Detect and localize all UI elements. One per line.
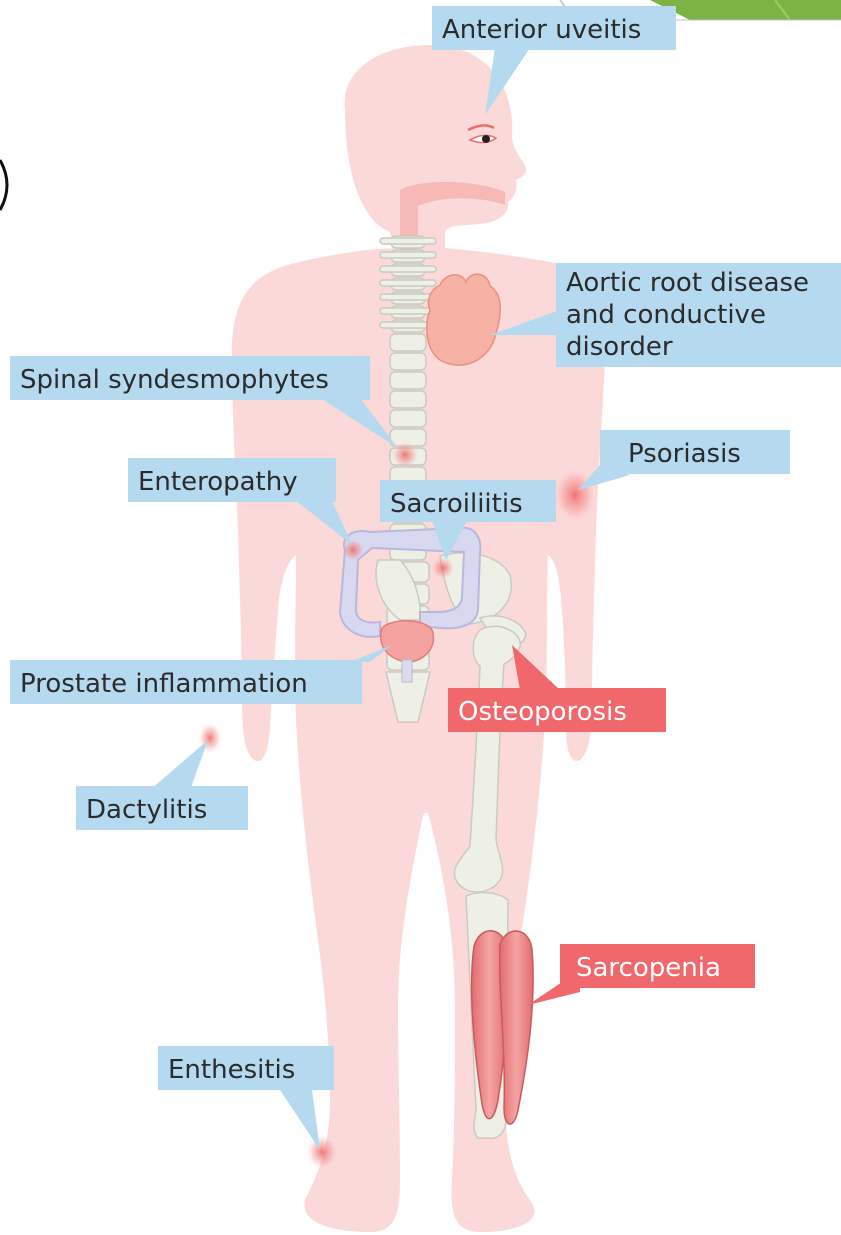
- label-aortic-root-line-1: Aortic root disease: [566, 267, 831, 299]
- label-spinal-syndesmophytes: Spinal syndesmophytes: [10, 356, 370, 400]
- label-enthesitis: Enthesitis: [158, 1046, 334, 1090]
- vertebra: [390, 391, 426, 408]
- label-sarcopenia: Sarcopenia: [560, 944, 755, 988]
- spot-psoriasis: [553, 467, 597, 523]
- spot-sacroiliitis: [431, 556, 455, 580]
- label-enteropathy: Enteropathy: [128, 458, 336, 502]
- vertebra-process: [380, 294, 436, 300]
- label-prostate-inflammation: Prostate inflammation: [10, 660, 362, 704]
- label-aortic-root-line-3: disorder: [566, 331, 831, 363]
- label-sacroiliitis: Sacroiliitis: [380, 480, 556, 522]
- left-edge-bracket: [0, 160, 7, 210]
- vertebra-process: [380, 280, 436, 286]
- label-aortic-root-line-2: and conductive: [566, 299, 831, 331]
- vertebra: [390, 372, 426, 389]
- vertebra-process: [380, 252, 436, 258]
- spot-enthesitis: [306, 1134, 338, 1170]
- vertebra-process: [380, 308, 436, 314]
- label-aortic-root-disease: Aortic root disease and conductive disor…: [556, 263, 841, 367]
- vertebra: [390, 353, 426, 370]
- vertebra: [390, 334, 426, 351]
- vertebra-process: [380, 238, 436, 244]
- label-psoriasis: Psoriasis: [600, 430, 790, 474]
- label-dactylitis: Dactylitis: [76, 786, 248, 830]
- vertebra-process: [380, 266, 436, 272]
- label-osteoporosis: Osteoporosis: [448, 688, 666, 732]
- urethra: [402, 660, 412, 682]
- spot-enteropathy: [341, 538, 365, 562]
- label-anterior-uveitis: Anterior uveitis: [432, 6, 676, 50]
- vertebra: [390, 410, 426, 427]
